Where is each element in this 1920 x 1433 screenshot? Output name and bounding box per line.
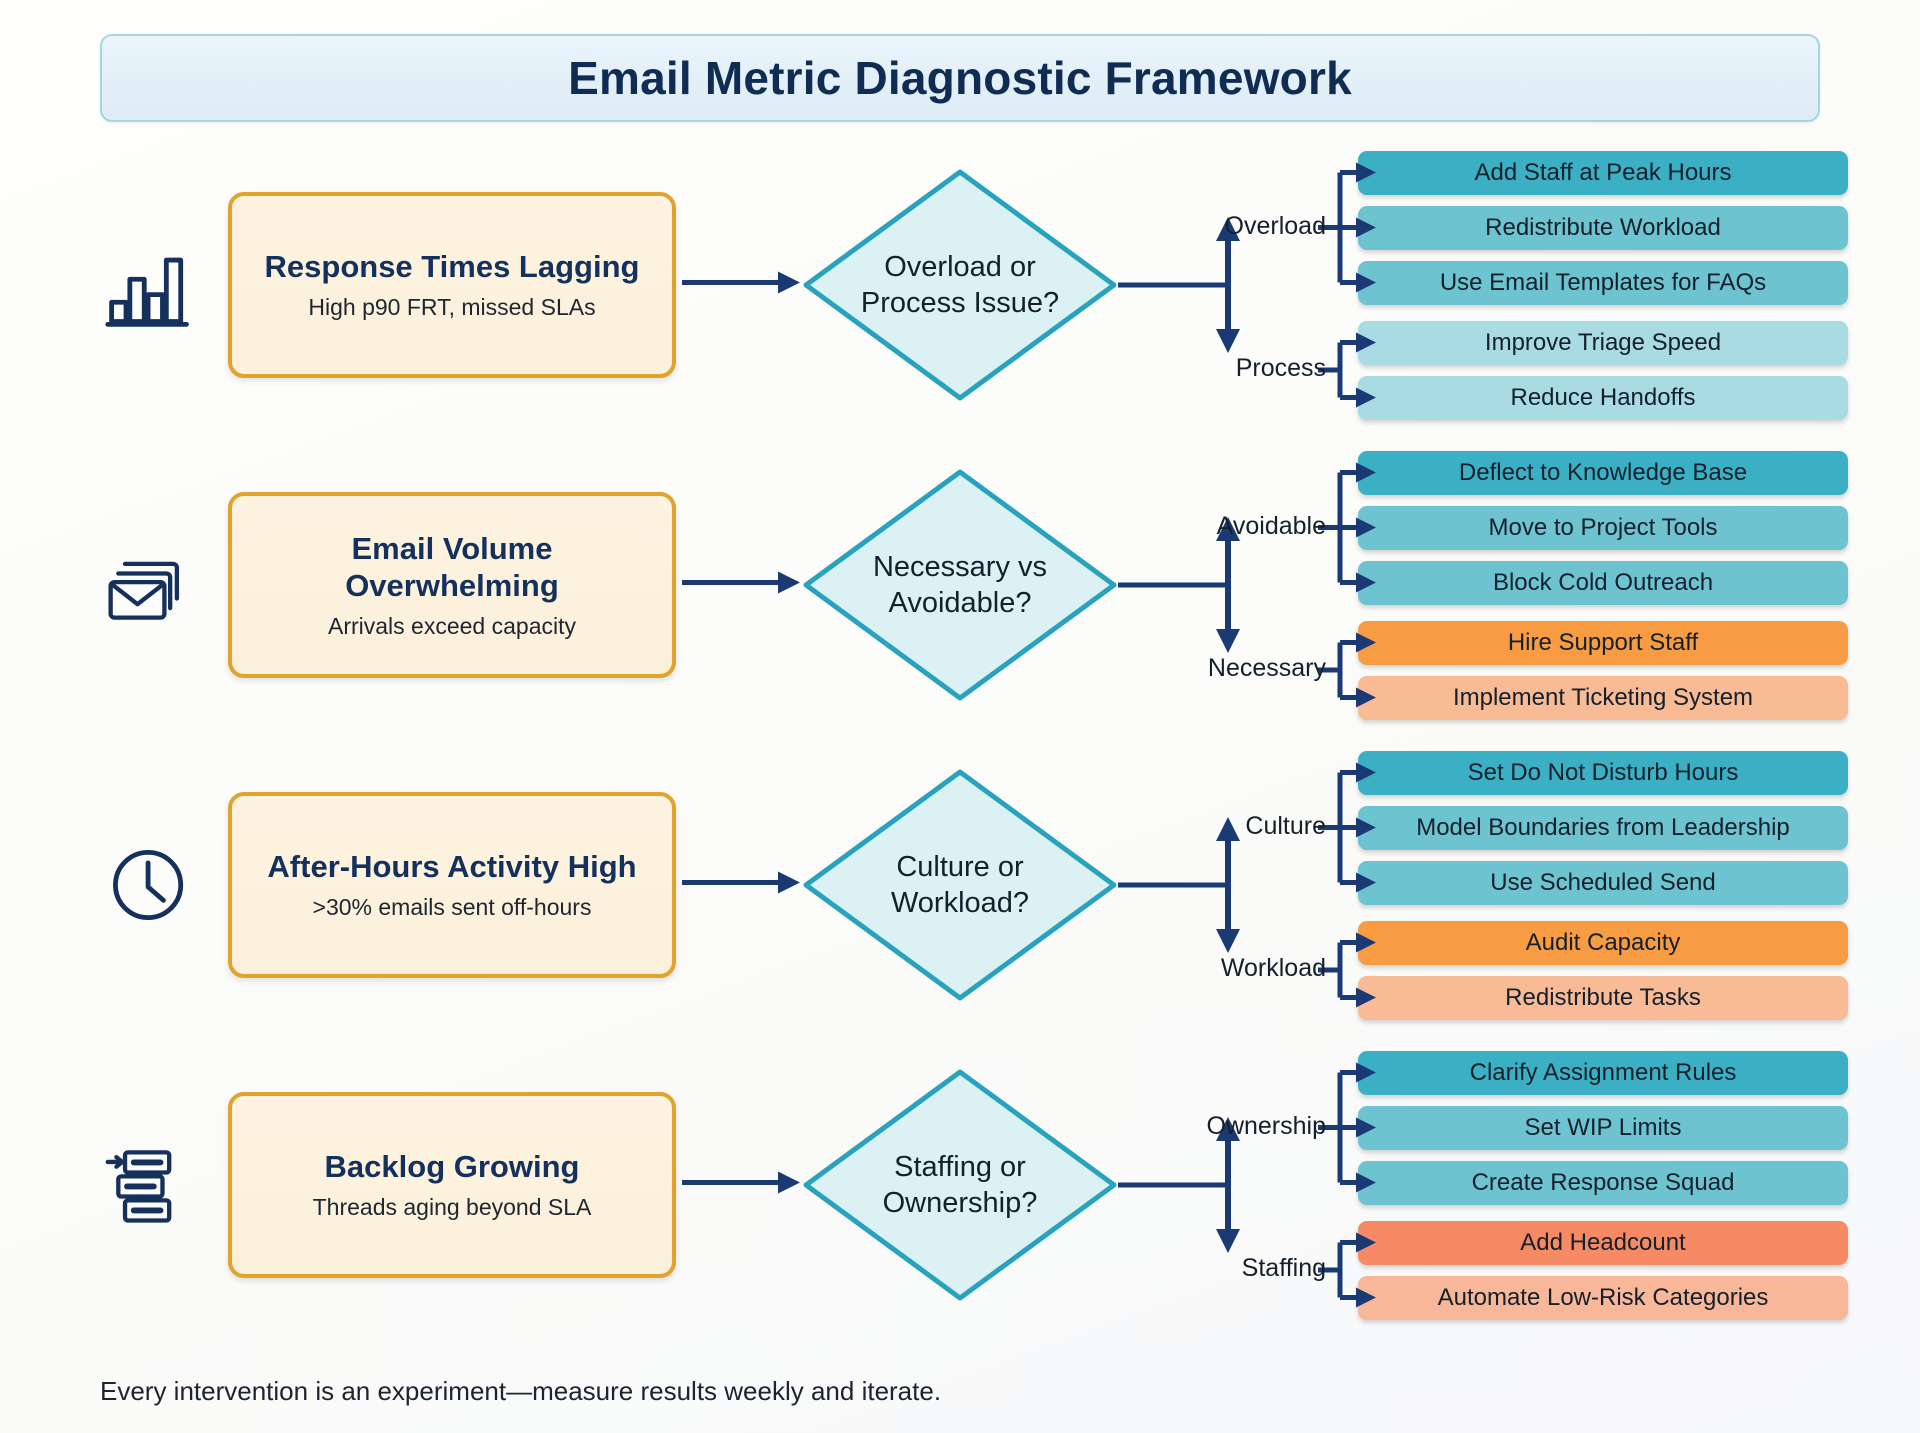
card-to-decision-arrow-icon (682, 868, 804, 903)
action-box[interactable]: Create Response Squad (1358, 1160, 1848, 1205)
action-box[interactable]: Redistribute Tasks (1358, 975, 1848, 1020)
problem-title: Response Times Lagging (264, 249, 640, 285)
action-box[interactable]: Deflect to Knowledge Base (1358, 450, 1848, 495)
branch-label: Avoidable (1216, 511, 1326, 540)
problem-title: Backlog Growing (324, 1149, 580, 1185)
action-box[interactable]: Reduce Handoffs (1358, 375, 1848, 420)
action-box[interactable]: Block Cold Outreach (1358, 560, 1848, 605)
problem-subtitle: Threads aging beyond SLA (312, 1194, 592, 1221)
branch-label: Staffing (1241, 1254, 1326, 1282)
problem-subtitle: High p90 FRT, missed SLAs (308, 294, 596, 321)
action-box[interactable]: Hire Support Staff (1358, 620, 1848, 665)
branch-label: Workload (1220, 954, 1326, 982)
action-box[interactable]: Set Do Not Disturb Hours (1358, 750, 1848, 795)
action-box[interactable]: Improve Triage Speed (1358, 320, 1848, 365)
branch-label: Ownership (1206, 1111, 1327, 1140)
action-box[interactable]: Implement Ticketing System (1358, 675, 1848, 720)
card-to-decision-arrow-icon (682, 268, 804, 303)
problem-card[interactable]: After-Hours Activity High >30% emails sen… (228, 792, 676, 978)
problem-subtitle: >30% emails sent off-hours (312, 894, 592, 921)
diagram-title-bar: Email Metric Diagnostic Framework (100, 34, 1820, 122)
action-box[interactable]: Add Staff at Peak Hours (1358, 150, 1848, 195)
bar-chart-icon (95, 230, 205, 340)
branch-connectors (1118, 150, 1478, 420)
branch-label: Process (1235, 354, 1326, 382)
problem-title: Email Volume Overwhelming (345, 530, 559, 603)
backlog-queue-icon (95, 1130, 205, 1240)
branch-label: Necessary (1207, 654, 1326, 682)
branch-connectors (1118, 1050, 1478, 1320)
action-box[interactable]: Clarify Assignment Rules (1358, 1050, 1848, 1095)
action-box[interactable]: Use Email Templates for FAQs (1358, 260, 1848, 305)
action-box[interactable]: Add Headcount (1358, 1220, 1848, 1265)
problem-title: After-Hours Activity High (267, 849, 637, 885)
footer-note: Every intervention is an experiment—meas… (100, 1376, 942, 1406)
branch-label: Overload (1224, 211, 1326, 240)
action-box[interactable]: Model Boundaries from Leadership (1358, 805, 1848, 850)
action-box[interactable]: Audit Capacity (1358, 920, 1848, 965)
diagnostic-row: After-Hours Activity High >30% emails sen… (0, 750, 1920, 1020)
stacked-envelopes-icon (95, 530, 205, 640)
problem-subtitle: Arrivals exceed capacity (328, 612, 576, 639)
card-to-decision-arrow-icon (682, 1168, 804, 1203)
action-box[interactable]: Automate Low-Risk Categories (1358, 1275, 1848, 1320)
action-box[interactable]: Move to Project Tools (1358, 505, 1848, 550)
action-box[interactable]: Set WIP Limits (1358, 1105, 1848, 1150)
page-title: Email Metric Diagnostic Framework (568, 52, 1352, 104)
branch-label: Culture (1245, 811, 1326, 840)
clock-icon (95, 830, 205, 940)
action-box[interactable]: Redistribute Workload (1358, 205, 1848, 250)
branch-connectors (1118, 450, 1478, 720)
branch-connectors (1118, 750, 1478, 1020)
action-box[interactable]: Use Scheduled Send (1358, 860, 1848, 905)
card-to-decision-arrow-icon (682, 568, 804, 603)
